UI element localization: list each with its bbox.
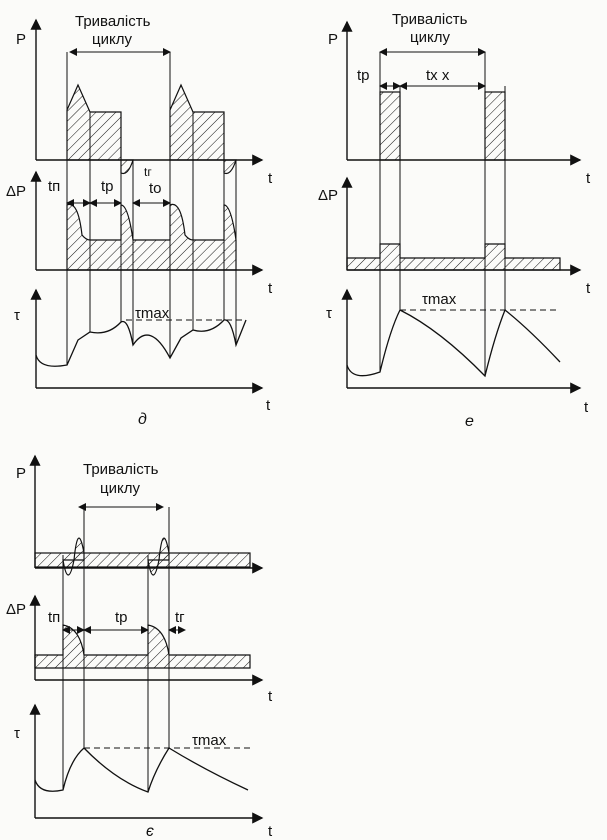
panel-ye-dp-area [34, 624, 251, 669]
panel-d-tau-t-label: t [266, 397, 271, 414]
panel-d-title-line2: циклу [92, 31, 132, 48]
panel-ye-p-start-1 [62, 537, 85, 576]
panel-d-p-label: P [16, 31, 26, 48]
panel-d-to-label: tо [149, 180, 162, 197]
panel-d-dp-label: ΔP [6, 183, 26, 200]
panel-e-tp-label: tр [357, 67, 370, 84]
panel-d-dp-area [66, 203, 237, 271]
panel-ye-tr-label: tг [175, 609, 185, 626]
panel-e-txx-label: tх х [426, 67, 450, 84]
panel-e-taumax-label: τmax [422, 291, 457, 308]
panel-ye-tau-label: τ [14, 725, 20, 742]
panel-e-dp-t-label: t [586, 280, 591, 297]
panel-e-p-pulse-2 [484, 91, 506, 161]
panel-e-dp-area [346, 243, 561, 271]
panel-d-dp-t-label: t [268, 280, 273, 297]
panel-d-p-pulse-1 [66, 83, 122, 161]
panel-ye-title-line2: циклу [100, 480, 140, 497]
panel-ye-p-start-2 [147, 537, 170, 576]
panel-d-p-t-label: t [268, 170, 273, 187]
panel-ye-tp-label: tр [115, 609, 128, 626]
panel-ye-dp-label: ΔP [6, 601, 26, 618]
panel-e-title-line2: циклу [410, 29, 450, 46]
panel-e-p-pulse-1 [379, 91, 401, 161]
panel-ye-tn-label: tп [48, 609, 60, 626]
panel-d-p-brake-1 [120, 159, 134, 175]
panel-ye-dp-t-label: t [268, 688, 273, 705]
panel-e-p-t-label: t [586, 170, 591, 187]
panel-ye-caption: є [146, 823, 154, 840]
panel-e-p-label: P [328, 31, 338, 48]
panel-e-tau-t-label: t [584, 399, 589, 416]
panel-e-tau-curve [346, 308, 561, 378]
panel-d: Тривалість циклу P t ΔP t tп tр tг tо τ … [6, 13, 273, 428]
panel-d-tp-label: tр [101, 178, 114, 195]
panel-d-p-pulse-2 [169, 83, 225, 161]
panel-ye-title-line1: Тривалість [83, 461, 159, 478]
panel-ye-p-base [34, 552, 251, 568]
panel-d-tn-label: tп [48, 178, 60, 195]
panel-d-taumax-label: τmax [135, 305, 170, 322]
panel-ye-tau-t-label: t [268, 823, 273, 840]
panel-ye: Тривалість циклу P ΔP t tп tр tг τ t τma… [6, 454, 273, 840]
panel-ye-taumax-label: τmax [192, 732, 227, 749]
panel-e: Тривалість циклу P t tр tх х ΔP t τ t τm… [318, 11, 591, 430]
panel-d-caption: д [138, 411, 147, 428]
panel-e-tau-label: τ [326, 305, 332, 322]
panel-e-title-line1: Тривалість [392, 11, 468, 28]
panel-d-tau-label: τ [14, 307, 20, 324]
panel-ye-tau-curve [34, 747, 249, 793]
panel-d-tg-label: tг [144, 165, 152, 179]
panel-d-title-line1: Тривалість [75, 13, 151, 30]
panel-e-caption: е [465, 413, 474, 430]
panel-d-p-brake-2 [223, 159, 237, 175]
panel-ye-p-label: P [16, 465, 26, 482]
panel-e-dp-label: ΔP [318, 187, 338, 204]
